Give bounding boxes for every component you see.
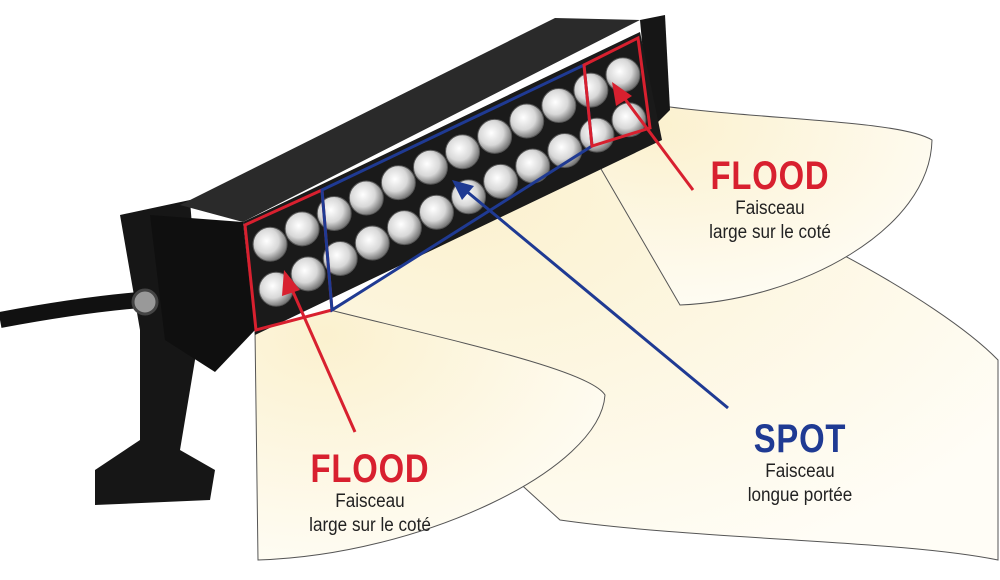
flood-beam-left (254, 309, 606, 561)
label-flood-left: FLOOD Faisceau large sur le coté (290, 448, 450, 538)
led (483, 163, 519, 199)
flood-left-line2: large sur le coté (309, 515, 431, 536)
led (477, 118, 513, 154)
flood-right-line1: Faisceau (735, 198, 805, 219)
spot-line2: longue portée (747, 485, 853, 506)
led (579, 117, 615, 153)
flood-zone-right-outline (582, 35, 652, 148)
led (380, 165, 416, 201)
flood-right-title: FLOOD (710, 154, 830, 198)
led (284, 211, 320, 247)
flood-right-line2: large sur le coté (709, 222, 831, 243)
led (348, 180, 384, 216)
label-spot: SPOT Faisceau longue portée (720, 418, 880, 508)
led (605, 57, 641, 93)
arrow-spot (452, 180, 729, 410)
label-flood-right: FLOOD Faisceau large sur le coté (690, 155, 850, 245)
led (418, 194, 454, 230)
led (322, 240, 358, 276)
power-cable (0, 292, 141, 328)
led (354, 225, 390, 261)
spot-line1: Faisceau (765, 461, 835, 482)
led (412, 149, 448, 185)
cable-connector (131, 288, 159, 316)
flood-left-title: FLOOD (310, 447, 430, 491)
bar-top (180, 18, 640, 222)
arrow-flood-right (612, 82, 695, 191)
led (541, 88, 577, 124)
led (445, 134, 481, 170)
led (573, 72, 609, 108)
arrow-flood-left (282, 270, 357, 433)
bar-end-cap (150, 215, 255, 372)
led (515, 148, 551, 184)
led (509, 103, 545, 139)
spot-title: SPOT (753, 417, 847, 461)
flood-left-line1: Faisceau (335, 491, 405, 512)
led (290, 256, 326, 292)
led (252, 226, 288, 262)
flood-beam-right (589, 104, 933, 306)
led (386, 210, 422, 246)
